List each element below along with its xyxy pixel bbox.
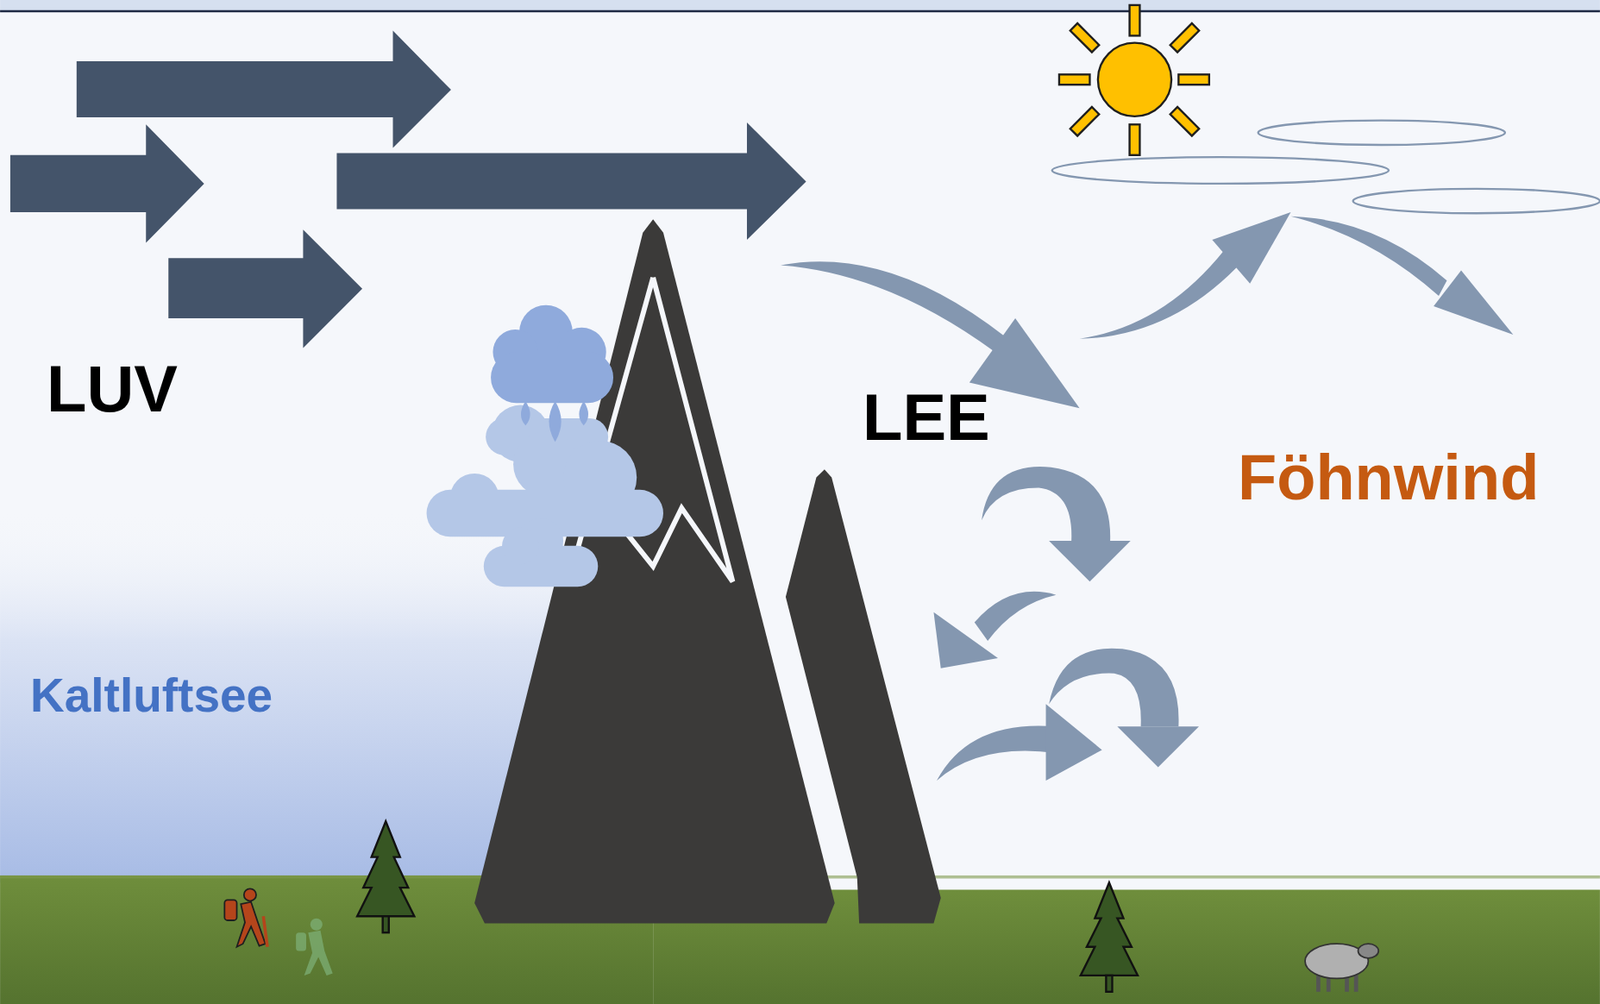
- hiker-icon: [224, 888, 268, 947]
- tree: [357, 821, 415, 933]
- curved-arrow: [780, 261, 1005, 352]
- windward-label: LUV: [46, 356, 178, 422]
- eddy-arrow: [1048, 648, 1179, 728]
- main-mountain: [474, 219, 835, 923]
- cold-pool-label: Kaltluftsee: [30, 671, 273, 720]
- hiker-icon: [295, 918, 333, 976]
- arrow-head: [1211, 212, 1291, 284]
- curved-arrow: [1079, 250, 1237, 339]
- second-mountain: [785, 469, 942, 923]
- cloud-bank: [426, 405, 664, 588]
- rain-cloud: [490, 305, 614, 443]
- wind-name-label: Föhnwind: [1237, 445, 1539, 510]
- top-rule: [0, 10, 1600, 13]
- curved-arrow: [1290, 216, 1447, 296]
- lenticular-clouds: [1052, 120, 1600, 214]
- sheep-icon: [1305, 943, 1379, 992]
- wind-arrow: [168, 229, 363, 348]
- eddy-arrow: [981, 466, 1111, 541]
- arrow-head: [1116, 726, 1199, 767]
- wind-arrow: [336, 122, 806, 240]
- leeward-label: LEE: [862, 384, 991, 451]
- eddy-arrow: [936, 725, 1056, 781]
- arrow-head: [1046, 703, 1103, 781]
- top-band: [0, 0, 1600, 12]
- arrow-head: [933, 612, 998, 669]
- arrow-head: [1433, 269, 1513, 335]
- eddy-arrow: [974, 591, 1057, 641]
- wind-arrow: [76, 30, 452, 148]
- sun: [1059, 5, 1210, 156]
- wind-arrows: [10, 30, 807, 348]
- wind-arrow: [10, 124, 205, 243]
- arrow-head: [1048, 540, 1131, 582]
- tree: [1080, 882, 1138, 992]
